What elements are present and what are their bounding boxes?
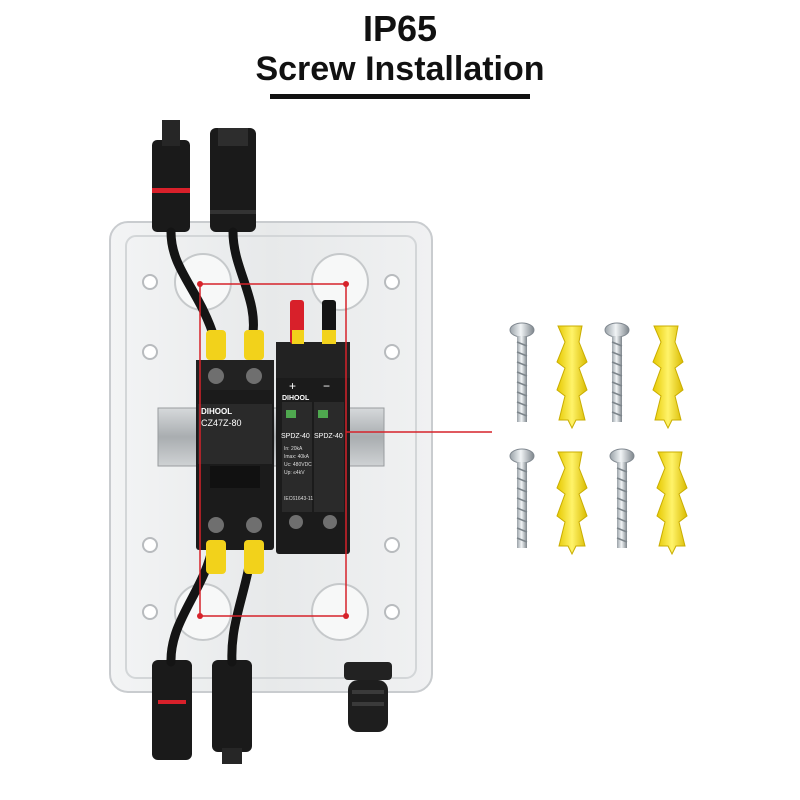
title-line-2: Screw Installation — [255, 50, 545, 88]
spd-plus-label: + — [289, 379, 296, 393]
spd-model-right: SPDZ-40 — [314, 433, 343, 440]
top-connectors — [152, 120, 256, 232]
screw-icon — [509, 448, 535, 548]
spd-model-left: SPDZ-40 — [281, 433, 310, 440]
circuit-breaker — [196, 330, 274, 574]
bottom-connectors — [152, 660, 392, 764]
spd-spec-line: Uc: 480VDC — [284, 462, 312, 468]
screw-icon — [609, 448, 635, 548]
spd-cert: IEC61643-11 — [284, 496, 313, 502]
highlight-frame — [197, 281, 492, 619]
breaker-brand: DIHOOL — [201, 407, 232, 416]
spd-brand: DIHOOL — [282, 395, 310, 402]
spd-minus-label: − — [323, 379, 330, 393]
title-line-1: IP65 — [362, 8, 438, 49]
screw-icon — [604, 322, 630, 422]
spd-spec-line: In: 20kA — [284, 446, 303, 452]
wall-anchor-icon — [656, 451, 688, 556]
breaker-model: CZ47Z-80 — [201, 418, 242, 428]
wall-anchor-icon — [652, 325, 684, 430]
spd-spec-line: Up: ≤4kV — [284, 470, 305, 476]
wall-anchor-icon — [556, 451, 588, 556]
spd-spec-line: Imax: 40kA — [284, 454, 310, 460]
surge-protector — [276, 300, 350, 554]
screw-icon — [509, 322, 535, 422]
wall-anchor-icon — [556, 325, 588, 430]
title-underline — [270, 94, 530, 99]
